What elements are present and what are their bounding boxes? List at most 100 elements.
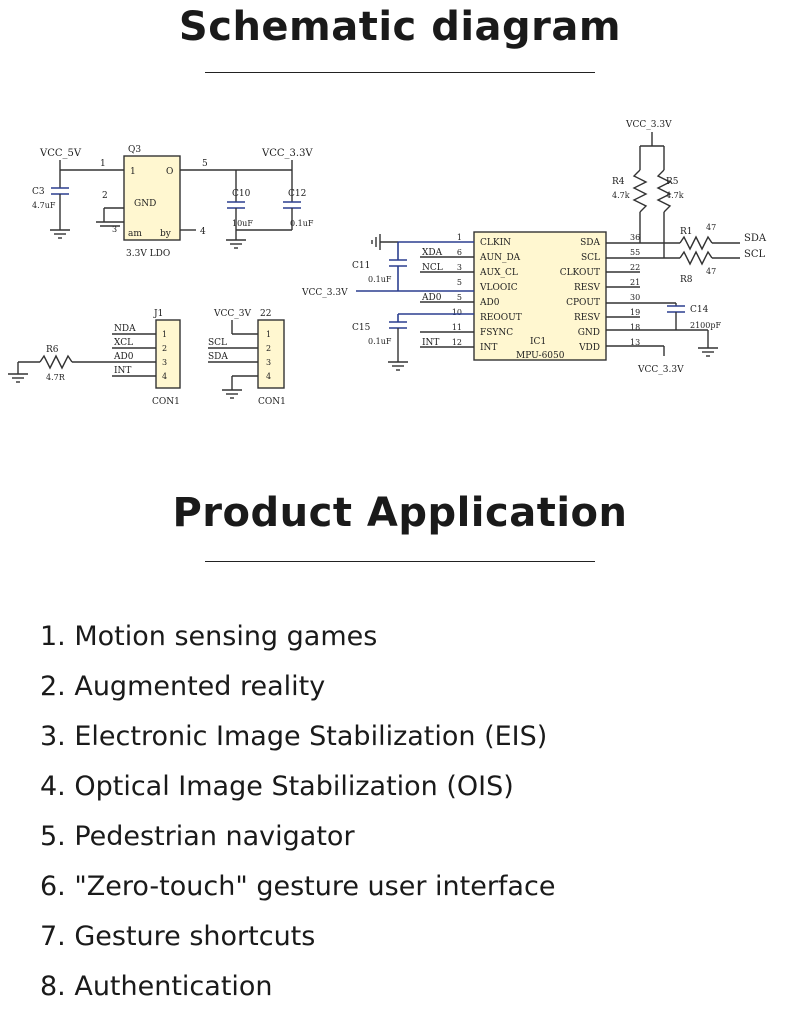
j2-part: CON1 (258, 397, 286, 407)
ic1-left-pin-number: 12 (452, 338, 462, 347)
j2-num-1: 1 (266, 330, 271, 339)
ldo-c10-label: C10 (232, 189, 251, 199)
ic1-left-pin-label: REOOUT (480, 313, 522, 323)
j1-num-2: 2 (162, 344, 167, 353)
c15-value: 0.1uF (368, 337, 392, 346)
ic1-right-pin-label: SDA (580, 238, 600, 248)
ic1-left-net-label: NCL (422, 263, 443, 273)
ic1-left-net-label: INT (422, 338, 439, 348)
ic1-chip (473, 231, 607, 361)
r4-label: R4 (612, 177, 625, 187)
application-item: 3. Electronic Image Stabilization (EIS) (40, 721, 548, 752)
ldo-pin4-num: 4 (200, 227, 206, 237)
ldo-c3-value: 4.7uF (32, 201, 56, 210)
j1-pin-ad0: AD0 (113, 352, 134, 362)
j1-pin-nda: NDA (114, 324, 136, 334)
j1-num-4: 4 (162, 372, 167, 381)
j2-body (257, 319, 285, 389)
application-heading: Product Application (172, 490, 628, 536)
r1-label: R1 (680, 227, 693, 237)
ic1-right-pin-number: 36 (630, 233, 640, 242)
application-list: 1. Motion sensing games 2. Augmented rea… (40, 612, 555, 1012)
schematic-heading: Schematic diagram (178, 4, 622, 50)
j1-num-1: 1 (162, 330, 167, 339)
ldo-pin-o: O (166, 167, 173, 177)
j2-num-3: 3 (266, 358, 271, 367)
j2-ref: 22 (260, 309, 271, 319)
application-heading-rule (205, 561, 595, 562)
ic1-left-net-label: AD0 (421, 293, 442, 303)
ic1-right-pin-label: RESV (574, 313, 601, 323)
ic1-vcc-left: VCC_3.3V (301, 288, 348, 298)
ldo-pin3-num: 3 (112, 225, 117, 234)
ic1-left-pin-number: 10 (452, 308, 462, 317)
ic1-right-pin-number: 21 (630, 278, 640, 287)
application-item: 8. Authentication (40, 971, 273, 1002)
ic1-left-pin-label: INT (480, 343, 497, 353)
ic1-right-pin-label: SCL (581, 253, 600, 263)
ldo-vcc-in: VCC_5V (39, 148, 82, 159)
ic1-left-pin-label: AD0 (479, 298, 500, 308)
ic1-block: IC1 MPU-6050 CLKIN1AUN_DA6XDAAUX_CL3NCLV… (301, 120, 767, 375)
ldo-c12-value: 0.1uF (290, 219, 314, 228)
c14-label: C14 (690, 305, 709, 315)
ic1-left-pin-label: VLOOIC (479, 283, 518, 293)
r6-label: R6 (46, 345, 59, 355)
ldo-pin5-num: 5 (202, 159, 208, 169)
ldo-ref: Q3 (128, 145, 141, 155)
r8-label: R8 (680, 275, 693, 285)
scl-output: SCL (744, 249, 766, 260)
schematic-heading-rule (205, 72, 595, 73)
j2-pin-sda: SDA (208, 352, 228, 362)
ic1-left-pin-label: CLKIN (480, 238, 511, 248)
c15-label: C15 (352, 323, 371, 333)
j2-connector: VCC_3V 22 CON1 SCL SDA 1 2 3 4 (208, 309, 286, 407)
c11-label: C11 (352, 261, 370, 271)
ic1-right-pin-number: 18 (630, 323, 640, 332)
j1-connector: J1 CON1 NDA XCL AD0 INT 1 2 3 4 R6 4.7R (8, 309, 181, 407)
r6-value: 4.7R (46, 373, 66, 382)
ldo-pin-i: 1 (130, 167, 136, 177)
j2-pin-scl: SCL (208, 338, 227, 348)
schematic-diagram: VCC_5V 1 C3 4.7uF Q3 1 O GND am by 3.3V … (8, 120, 767, 407)
ic1-left-pins: CLKIN1AUN_DA6XDAAUX_CL3NCLVLOOIC5AD05AD0… (420, 233, 522, 353)
application-item: 6. "Zero-touch" gesture user interface (40, 871, 556, 902)
ldo-c12-label: C12 (288, 189, 306, 199)
ic1-right-pin-label: CPOUT (566, 298, 600, 308)
ldo-c3-label: C3 (32, 187, 45, 197)
r5-value: 4.7k (666, 191, 684, 200)
j1-num-3: 3 (162, 358, 167, 367)
ic1-right-pin-label: VDD (578, 343, 600, 353)
c14-value: 2100pF (690, 321, 721, 330)
ldo-chip (123, 155, 181, 241)
ldo-part: 3.3V LDO (126, 249, 170, 259)
j1-ref: J1 (153, 309, 163, 319)
ic1-left-pin-number: 5 (457, 278, 462, 287)
r8-value: 47 (706, 267, 716, 276)
ic1-right-pins: SDA36SCL55CLKOUT22RESV21CPOUT30RESV19GND… (560, 233, 641, 353)
sda-output: SDA (744, 233, 767, 244)
ldo-c10-value: 10uF (232, 219, 253, 228)
ic1-part: MPU-6050 (516, 351, 565, 361)
r5-label: R5 (666, 177, 679, 187)
application-item: 7. Gesture shortcuts (40, 921, 316, 952)
j2-num-2: 2 (266, 344, 271, 353)
ic1-right-pin-number: 19 (630, 308, 640, 317)
j2-num-4: 4 (266, 372, 271, 381)
ic1-vcc-bottom: VCC_3.3V (637, 365, 684, 375)
ic1-left-net-label: XDA (422, 248, 443, 258)
ic1-right-pin-number: 30 (630, 293, 640, 302)
application-item: 2. Augmented reality (40, 671, 326, 702)
ic1-ref: IC1 (530, 337, 546, 347)
ic1-left-pin-label: AUN_DA (479, 253, 521, 263)
ic1-left-pin-number: 3 (457, 263, 462, 272)
r1-value: 47 (706, 223, 716, 232)
ic1-left-pin-number: 11 (452, 323, 462, 332)
j1-body (155, 319, 181, 389)
ic1-right-pin-number: 55 (630, 248, 640, 257)
r4-value: 4.7k (612, 191, 630, 200)
ic1-right-pin-number: 13 (630, 338, 640, 347)
ic1-right-pin-label: RESV (574, 283, 601, 293)
ldo-block: VCC_5V 1 C3 4.7uF Q3 1 O GND am by 3.3V … (32, 145, 314, 259)
ldo-pin-gnd: GND (134, 199, 156, 209)
